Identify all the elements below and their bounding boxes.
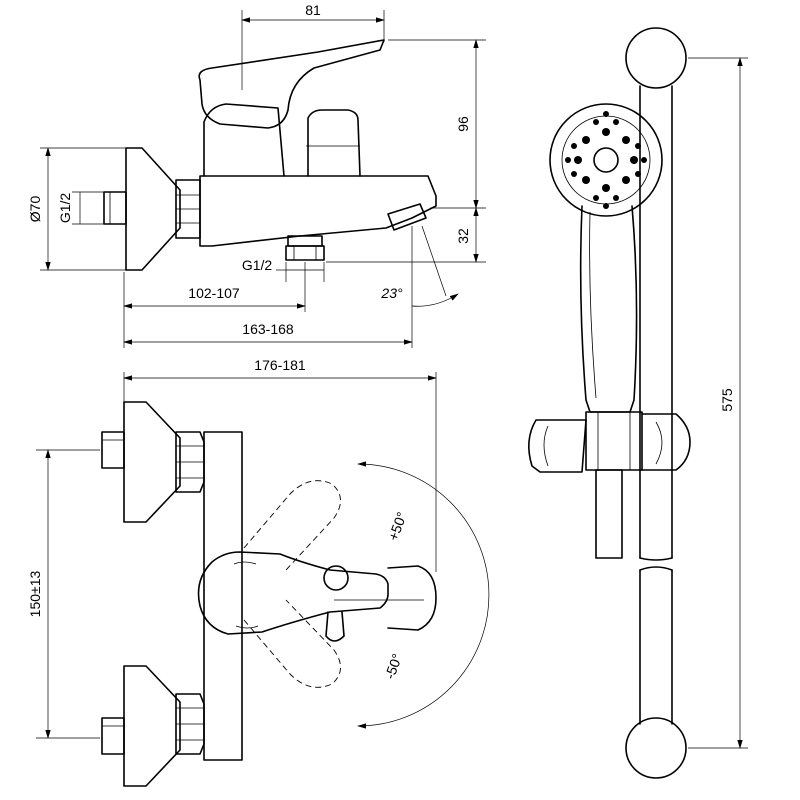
side-view: 81 96 32 Ø70 G1/2 G1/2 23° 102- (27, 2, 486, 348)
shower-rail-view: 575 (528, 27, 748, 779)
dim-rot-plus-label: +50° (385, 510, 410, 543)
dim-depth-min-label: 102-107 (188, 285, 240, 301)
shower-nozzles (565, 111, 647, 209)
dim-depth-max-label: 163-168 (242, 321, 294, 337)
dim-centers-label: 150±13 (27, 570, 43, 617)
front-view: +50° -50° 176-181 150±13 (27, 357, 490, 787)
dim-32-label: 32 (455, 228, 471, 244)
dim-rot-minus-label: -50° (381, 651, 405, 681)
dim-thread-bottom-label: G1/2 (242, 257, 273, 273)
dim-width-total-label: 176-181 (254, 357, 306, 373)
dim-rail-length-label: 575 (719, 388, 735, 412)
dim-81-label: 81 (305, 2, 321, 18)
dim-diameter-label: Ø70 (27, 196, 43, 223)
dim-angle-label: 23° (380, 285, 403, 301)
dim-96-label: 96 (455, 116, 471, 132)
dim-thread-left-label: G1/2 (57, 193, 73, 224)
